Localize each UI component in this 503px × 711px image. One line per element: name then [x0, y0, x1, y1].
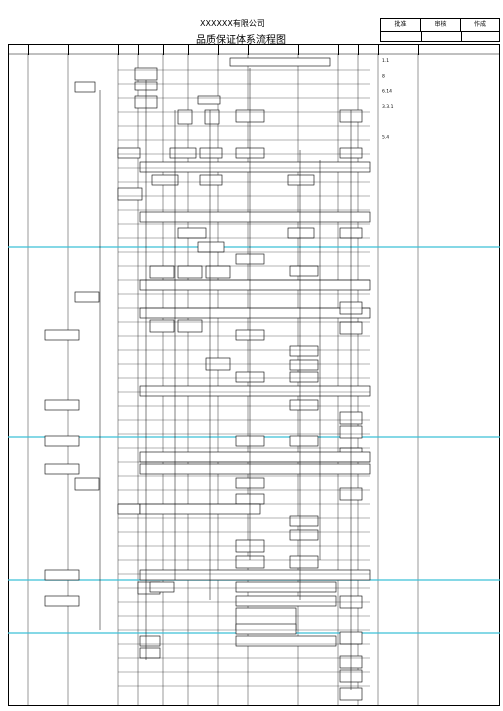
process-box — [149, 319, 175, 333]
process-box — [149, 265, 175, 279]
process-box — [139, 503, 261, 515]
process-box — [289, 371, 319, 383]
company-name: XXXXXX有限公司 — [200, 19, 265, 28]
process-box — [235, 623, 297, 635]
process-box — [139, 647, 161, 659]
process-box — [139, 463, 371, 475]
column-header-col4 — [119, 45, 139, 55]
process-box — [235, 595, 337, 607]
sign-approve-label: 批准 — [381, 19, 421, 31]
process-box — [139, 385, 371, 397]
column-header-col11 — [339, 45, 359, 55]
process-box — [235, 581, 337, 593]
process-box — [177, 265, 203, 279]
process-box — [289, 515, 319, 527]
process-box — [197, 95, 221, 105]
process-box — [139, 279, 371, 291]
process-box — [169, 147, 197, 159]
process-box — [117, 147, 141, 159]
step-number: 8 — [382, 73, 385, 79]
process-box — [289, 529, 319, 541]
process-box — [289, 555, 319, 569]
column-header-col10 — [299, 45, 339, 55]
process-box — [151, 174, 179, 186]
process-box — [149, 581, 175, 593]
column-header-col9 — [249, 45, 299, 55]
sign-review-label: 审核 — [421, 19, 461, 31]
process-box — [177, 109, 193, 125]
step-number: 5.4 — [382, 135, 389, 141]
column-header-col5 — [139, 45, 164, 55]
column-header-col12 — [359, 45, 379, 55]
process-box — [177, 319, 203, 333]
column-header-customer — [29, 45, 69, 55]
process-box — [199, 147, 223, 159]
approval-signature-box: 批准 审核 作成 — [380, 18, 500, 42]
process-box — [117, 187, 143, 201]
process-box — [289, 399, 319, 411]
process-box — [289, 265, 319, 277]
process-box — [139, 211, 371, 223]
process-box — [134, 67, 158, 81]
step-number: 3.3.1 — [382, 104, 394, 110]
process-box — [139, 635, 161, 647]
process-box — [117, 503, 141, 515]
step-number: 1.1 — [382, 58, 389, 64]
process-box — [205, 265, 231, 279]
process-box — [289, 359, 319, 371]
process-box — [177, 227, 207, 239]
process-box — [44, 463, 80, 475]
process-box — [289, 435, 319, 447]
process-box — [139, 451, 371, 463]
process-box — [44, 569, 80, 581]
column-header-stage — [9, 45, 29, 55]
process-box — [44, 435, 80, 447]
page-title: 品质保证体系流程图 — [196, 35, 286, 46]
process-box — [139, 161, 371, 173]
process-box — [197, 241, 225, 253]
process-box — [289, 345, 319, 357]
column-header-col8 — [219, 45, 249, 55]
process-box — [74, 291, 100, 303]
process-box — [229, 57, 331, 67]
process-box — [44, 329, 80, 341]
process-box — [44, 399, 80, 411]
process-box — [74, 81, 96, 93]
process-box — [235, 635, 337, 647]
column-header-col6 — [164, 45, 189, 55]
column-header-sales — [69, 45, 119, 55]
process-box — [44, 595, 80, 607]
process-box — [199, 174, 223, 186]
step-number: 6.14 — [382, 89, 392, 95]
sign-prepare-label: 作成 — [473, 21, 486, 28]
process-box — [139, 569, 371, 581]
flowchart-frame — [8, 44, 500, 706]
process-box — [287, 174, 315, 186]
column-header-col7 — [189, 45, 219, 55]
process-box — [287, 227, 315, 239]
process-box — [74, 477, 100, 491]
process-box — [139, 307, 371, 319]
column-header-steps — [379, 45, 419, 55]
process-box — [204, 109, 220, 125]
